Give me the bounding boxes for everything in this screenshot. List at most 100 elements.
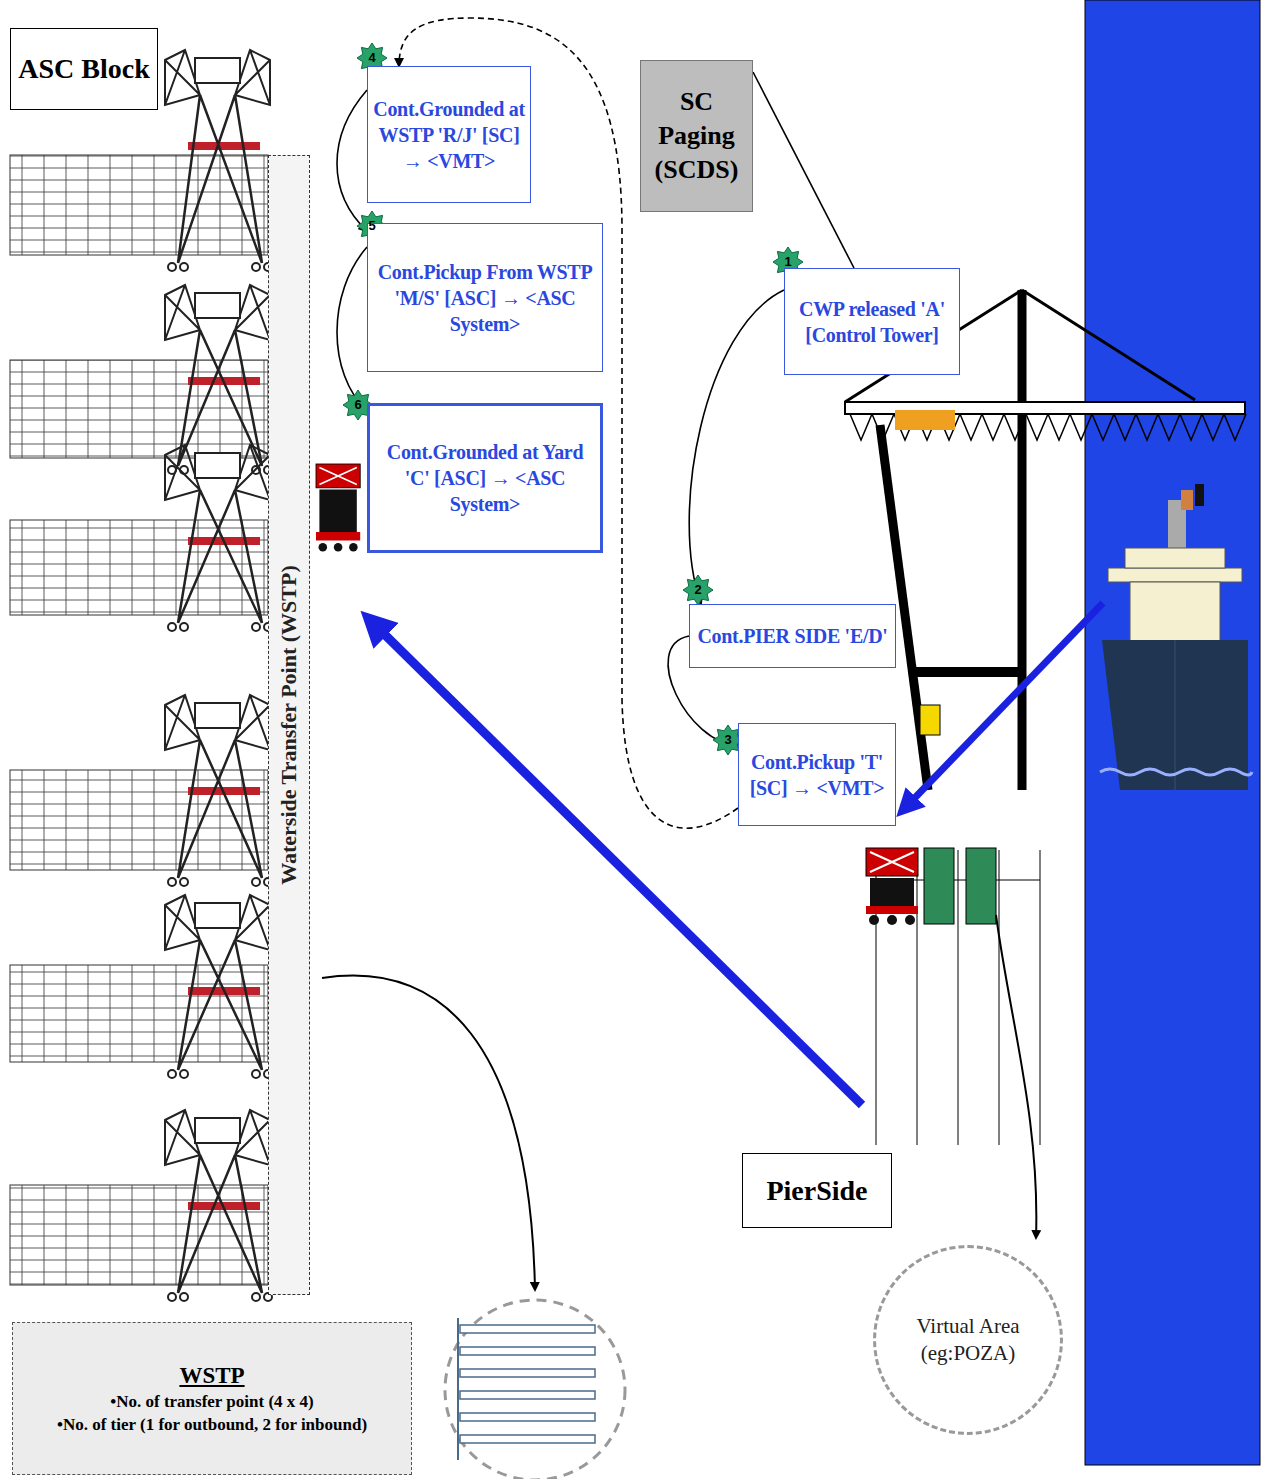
boom-truss [1070, 414, 1092, 440]
node-text: Waterside Transfer Point (WSTP) [276, 565, 302, 885]
crane-legs [178, 940, 262, 1070]
slot-line [460, 1369, 595, 1377]
crane-wheel [168, 263, 176, 271]
crane-wheel [252, 263, 260, 271]
node-body-text: •No. of transfer point (4 x 4) [110, 1391, 313, 1414]
crane-wheel [180, 263, 188, 271]
boom-truss [1026, 414, 1048, 440]
crane-wheel [252, 1070, 260, 1078]
boom-truss [1092, 414, 1114, 440]
block-grid [10, 360, 268, 458]
flow-connector [689, 290, 784, 604]
node-text: ASC Block [18, 53, 149, 85]
boom-truss [1158, 414, 1180, 440]
flow-connector [337, 90, 367, 231]
crane-wheel [180, 1070, 188, 1078]
crane-wheel [180, 623, 188, 631]
block-grid [10, 155, 268, 255]
note-box: WSTP•No. of transfer point (4 x 4)•No. o… [12, 1322, 412, 1475]
ship [1100, 484, 1252, 790]
process-box: Cont.Grounded at Yard 'C' [ASC] → <ASC S… [367, 403, 603, 553]
asc-crane [165, 285, 272, 474]
slot-line [460, 1435, 595, 1443]
block-grid [10, 1185, 268, 1285]
crane-legs [178, 1155, 262, 1293]
boom-truss [1048, 414, 1070, 440]
process-box: Cont.Pickup From WSTP 'M/S' [ASC] → <ASC… [367, 223, 603, 372]
crane-wheel [168, 623, 176, 631]
asc-crane [165, 895, 272, 1078]
process-box: Cont.Grounded at WSTP 'R/J' [SC] → <VMT> [367, 66, 531, 203]
node-text: WSTP [179, 1360, 244, 1391]
flow-connector [337, 247, 367, 411]
crane-wheel [180, 878, 188, 886]
node-text: CWP released 'A' [Control Tower] [789, 296, 955, 348]
slot-line [460, 1391, 595, 1399]
slot-line [460, 1347, 595, 1355]
crane-wheel [252, 623, 260, 631]
node-text: Cont.Grounded at WSTP 'R/J' [SC] → <VMT> [372, 96, 526, 174]
crane-cab [195, 703, 240, 728]
crane-legs [178, 490, 262, 623]
node-body-text: •No. of tier (1 for outbound, 2 for inbo… [57, 1414, 367, 1437]
boom-truss [1180, 414, 1202, 440]
boom-truss [1004, 414, 1026, 440]
system-box: SC Paging (SCDS) [640, 60, 753, 212]
crane-cab [195, 903, 240, 928]
boom-truss [1224, 414, 1246, 440]
leader-arrow [996, 915, 1036, 1238]
process-box: Cont.PIER SIDE 'E/D' [689, 604, 896, 668]
node-text: Cont.Pickup 'T' [SC] → <VMT> [743, 749, 891, 801]
callout-number: 4 [362, 50, 382, 65]
truck [866, 848, 918, 925]
boom-truss [1114, 414, 1136, 440]
transfer-area-circle [445, 1300, 625, 1479]
asc-cranes [165, 50, 272, 1301]
crane-wheel [168, 1070, 176, 1078]
water [1085, 0, 1260, 1465]
area-circle: Virtual Area (eg:POZA) [873, 1245, 1063, 1435]
boom-truss [872, 414, 894, 440]
node-text: PierSide [766, 1175, 867, 1207]
callout-number: 2 [688, 582, 708, 597]
node-text: SC Paging (SCDS) [641, 85, 752, 186]
leader-arrow [322, 976, 535, 1290]
slot-edge [457, 1318, 459, 1460]
asc-crane [165, 50, 272, 271]
callout-number: 1 [778, 254, 798, 269]
node-text: Cont.Pickup From WSTP 'M/S' [ASC] → <ASC… [372, 259, 598, 337]
slot-line [460, 1325, 595, 1333]
crane-legs [178, 95, 262, 263]
block-grid [10, 965, 268, 1062]
crane-wheel [252, 1293, 260, 1301]
node-text: Virtual Area (eg:POZA) [896, 1313, 1040, 1368]
boom-truss [1136, 414, 1158, 440]
asc-crane [165, 445, 272, 631]
node-text: Cont.Grounded at Yard 'C' [ASC] → <ASC S… [374, 439, 596, 517]
process-box: CWP released 'A' [Control Tower] [784, 268, 960, 375]
block-grid [10, 520, 268, 615]
transfer-slots [458, 1318, 595, 1460]
asc-crane [165, 695, 272, 886]
crane-wheel [180, 1293, 188, 1301]
crane-cab [195, 1118, 240, 1143]
boom-truss [960, 414, 982, 440]
transfer-band: Waterside Transfer Point (WSTP) [268, 155, 310, 1295]
crane-legs [178, 740, 262, 878]
title-box: ASC Block [10, 28, 158, 110]
crane-wheel [168, 1293, 176, 1301]
callout-number: 6 [348, 397, 368, 412]
node-text: Cont.PIER SIDE 'E/D' [697, 623, 887, 649]
boom-truss [1202, 414, 1224, 440]
boom-truss [982, 414, 1004, 440]
callout-number: 5 [362, 218, 382, 233]
crane-cab [195, 293, 240, 318]
asc-crane [165, 1110, 272, 1301]
label-box: PierSide [742, 1153, 892, 1228]
crane-trolley [188, 142, 260, 150]
containers [924, 848, 996, 924]
boom-truss [850, 414, 872, 440]
callout-star [683, 575, 713, 605]
